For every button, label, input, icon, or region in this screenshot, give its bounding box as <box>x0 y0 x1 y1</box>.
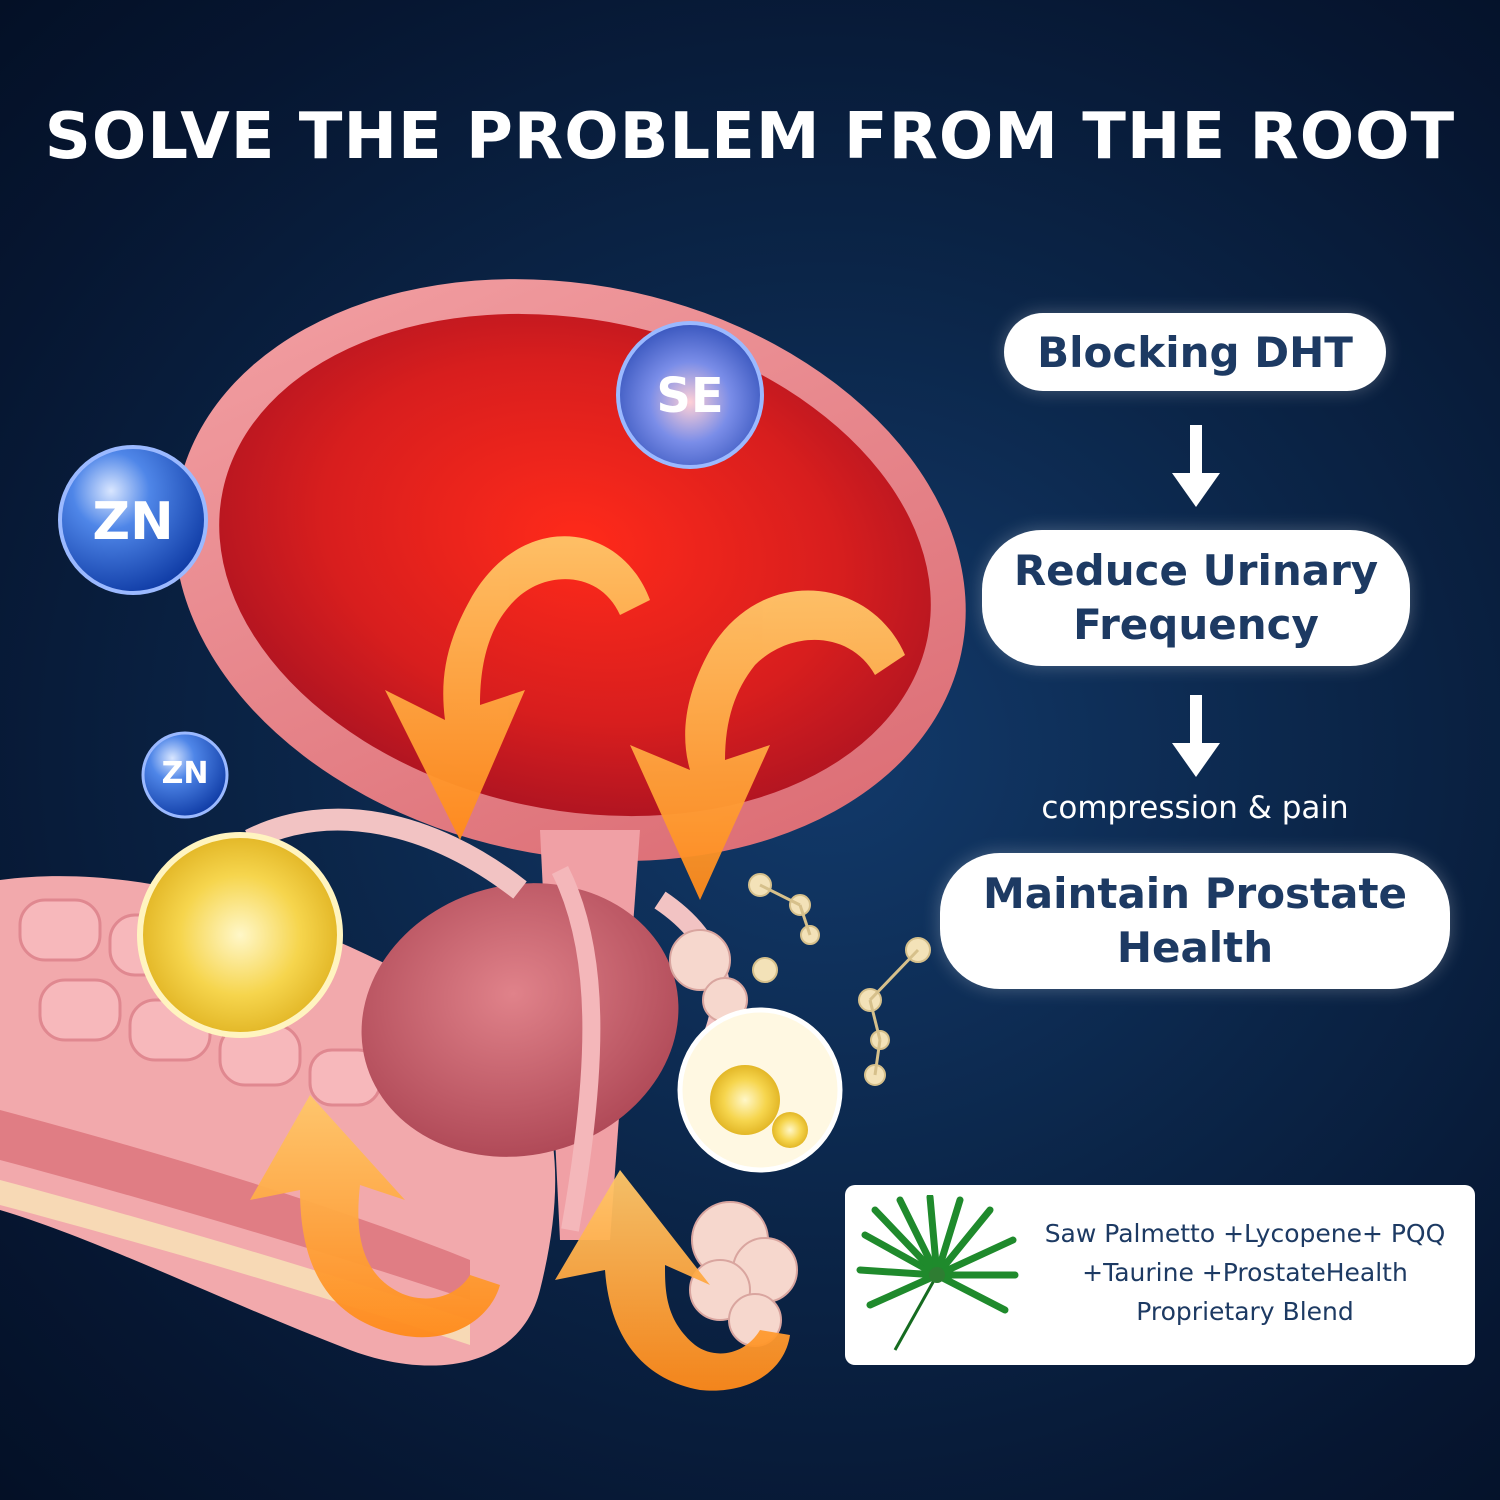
ingredient-line-1: Saw Palmetto +Lycopene+ PQQ <box>1044 1219 1446 1248</box>
step-3-line-2: Health <box>1116 923 1274 972</box>
down-arrow-icon <box>1172 695 1220 777</box>
step-reduce-urinary-frequency: Reduce Urinary Frequency <box>982 530 1410 666</box>
step-3-line-1: Maintain Prostate <box>982 869 1408 918</box>
ingredient-list: Saw Palmetto +Lycopene+ PQQ +Taurine +Pr… <box>1015 1214 1475 1331</box>
headline: SOLVE THE PROBLEM FROM THE ROOT <box>44 100 1456 174</box>
step-2-line-2: Frequency <box>1073 600 1319 649</box>
step-1-label: Blocking DHT <box>1037 327 1353 377</box>
ingredient-line-2: +Taurine +ProstateHealth <box>1082 1258 1408 1287</box>
zn-bead-label-small: ZN <box>161 756 209 791</box>
zn-bead-label-large: ZN <box>92 492 174 552</box>
step-blocking-dht: Blocking DHT <box>1004 313 1386 391</box>
palm-leaf-icon <box>856 1195 1019 1351</box>
down-arrow-icon <box>1172 425 1220 507</box>
step-2-line-1: Reduce Urinary <box>1013 546 1379 595</box>
se-bead-label: SE <box>656 368 724 424</box>
step-maintain-prostate-health: Maintain Prostate Health <box>940 853 1450 989</box>
step-note: compression & pain <box>1041 790 1349 826</box>
ingredient-line-3: Proprietary Blend <box>1136 1297 1354 1326</box>
